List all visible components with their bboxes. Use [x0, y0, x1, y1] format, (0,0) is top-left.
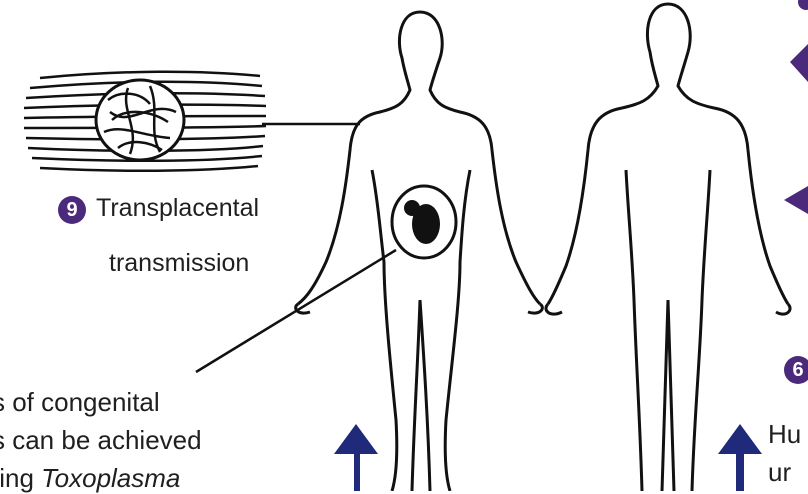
triangle-marker-icon	[784, 0, 808, 214]
left-note-line1: s of congenital	[0, 386, 160, 418]
transplacental-label-line1: Transplacental	[96, 192, 259, 225]
up-arrow-icon	[334, 424, 378, 491]
left-note-line2: s can be achieved	[0, 424, 202, 456]
left-note-line3-italic: Toxoplasma	[41, 463, 180, 493]
right-note-line1: Hu	[768, 418, 801, 450]
step-9-number: 9	[62, 198, 82, 222]
transplacental-label-line2: transmission	[109, 247, 249, 280]
step-6-number: 6	[788, 358, 808, 382]
muscle-tissue-cyst-icon	[24, 72, 266, 171]
left-note-line3: ting Toxoplasma	[0, 462, 180, 494]
left-note-line3-prefix: ting	[0, 463, 41, 493]
human-figure-right	[546, 4, 790, 491]
up-arrow-icon-right	[718, 424, 762, 491]
right-note-line2: ur	[768, 456, 791, 488]
